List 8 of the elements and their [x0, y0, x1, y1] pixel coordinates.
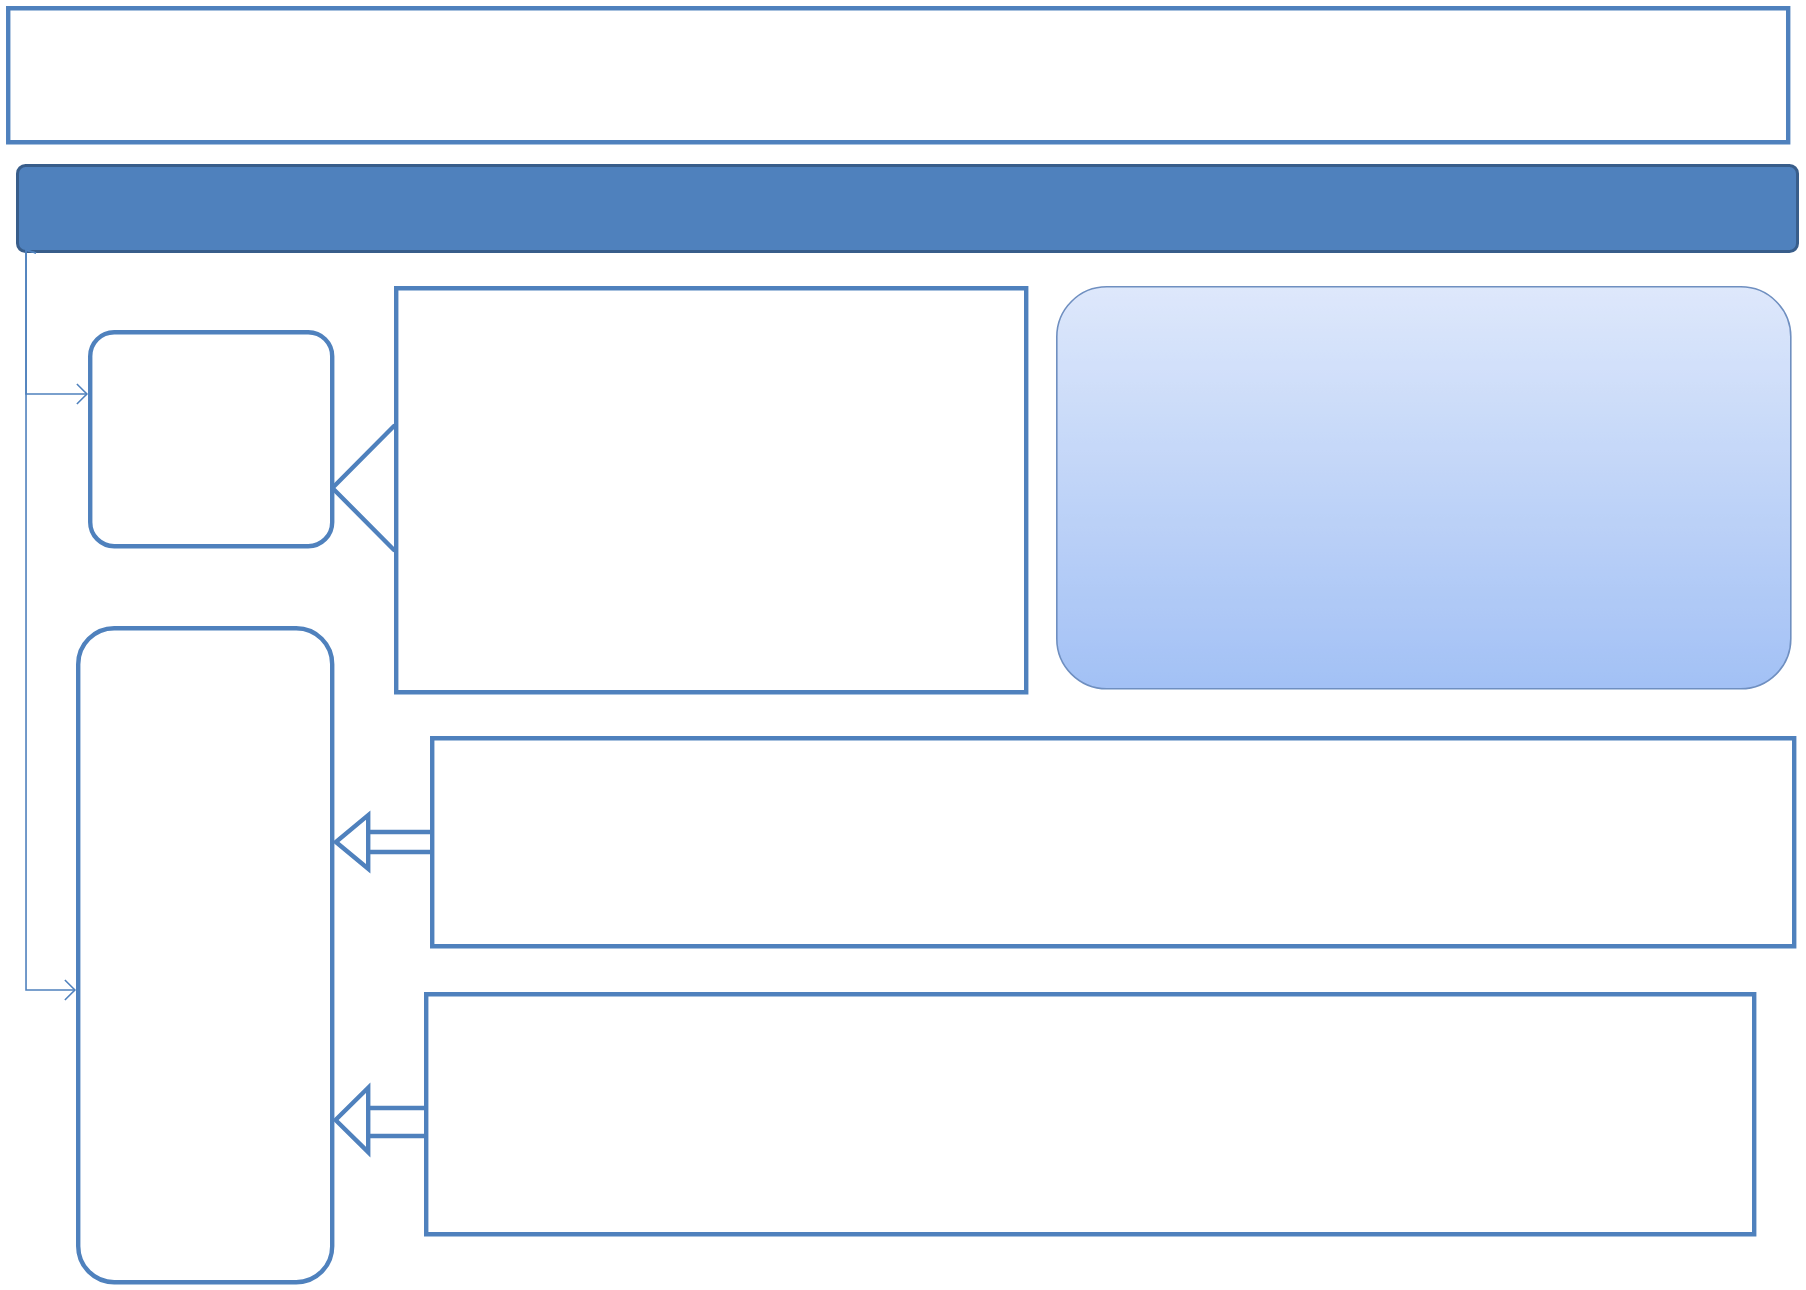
tall-box: [76, 626, 335, 1285]
connector-arrow: [25, 248, 77, 1001]
rounded-box: [88, 330, 335, 549]
gradient-box: [1056, 286, 1792, 690]
callout-box: [394, 286, 1029, 695]
header-bar: [16, 164, 1799, 253]
title-box: [6, 6, 1791, 145]
callout-pointer: [330, 423, 397, 553]
